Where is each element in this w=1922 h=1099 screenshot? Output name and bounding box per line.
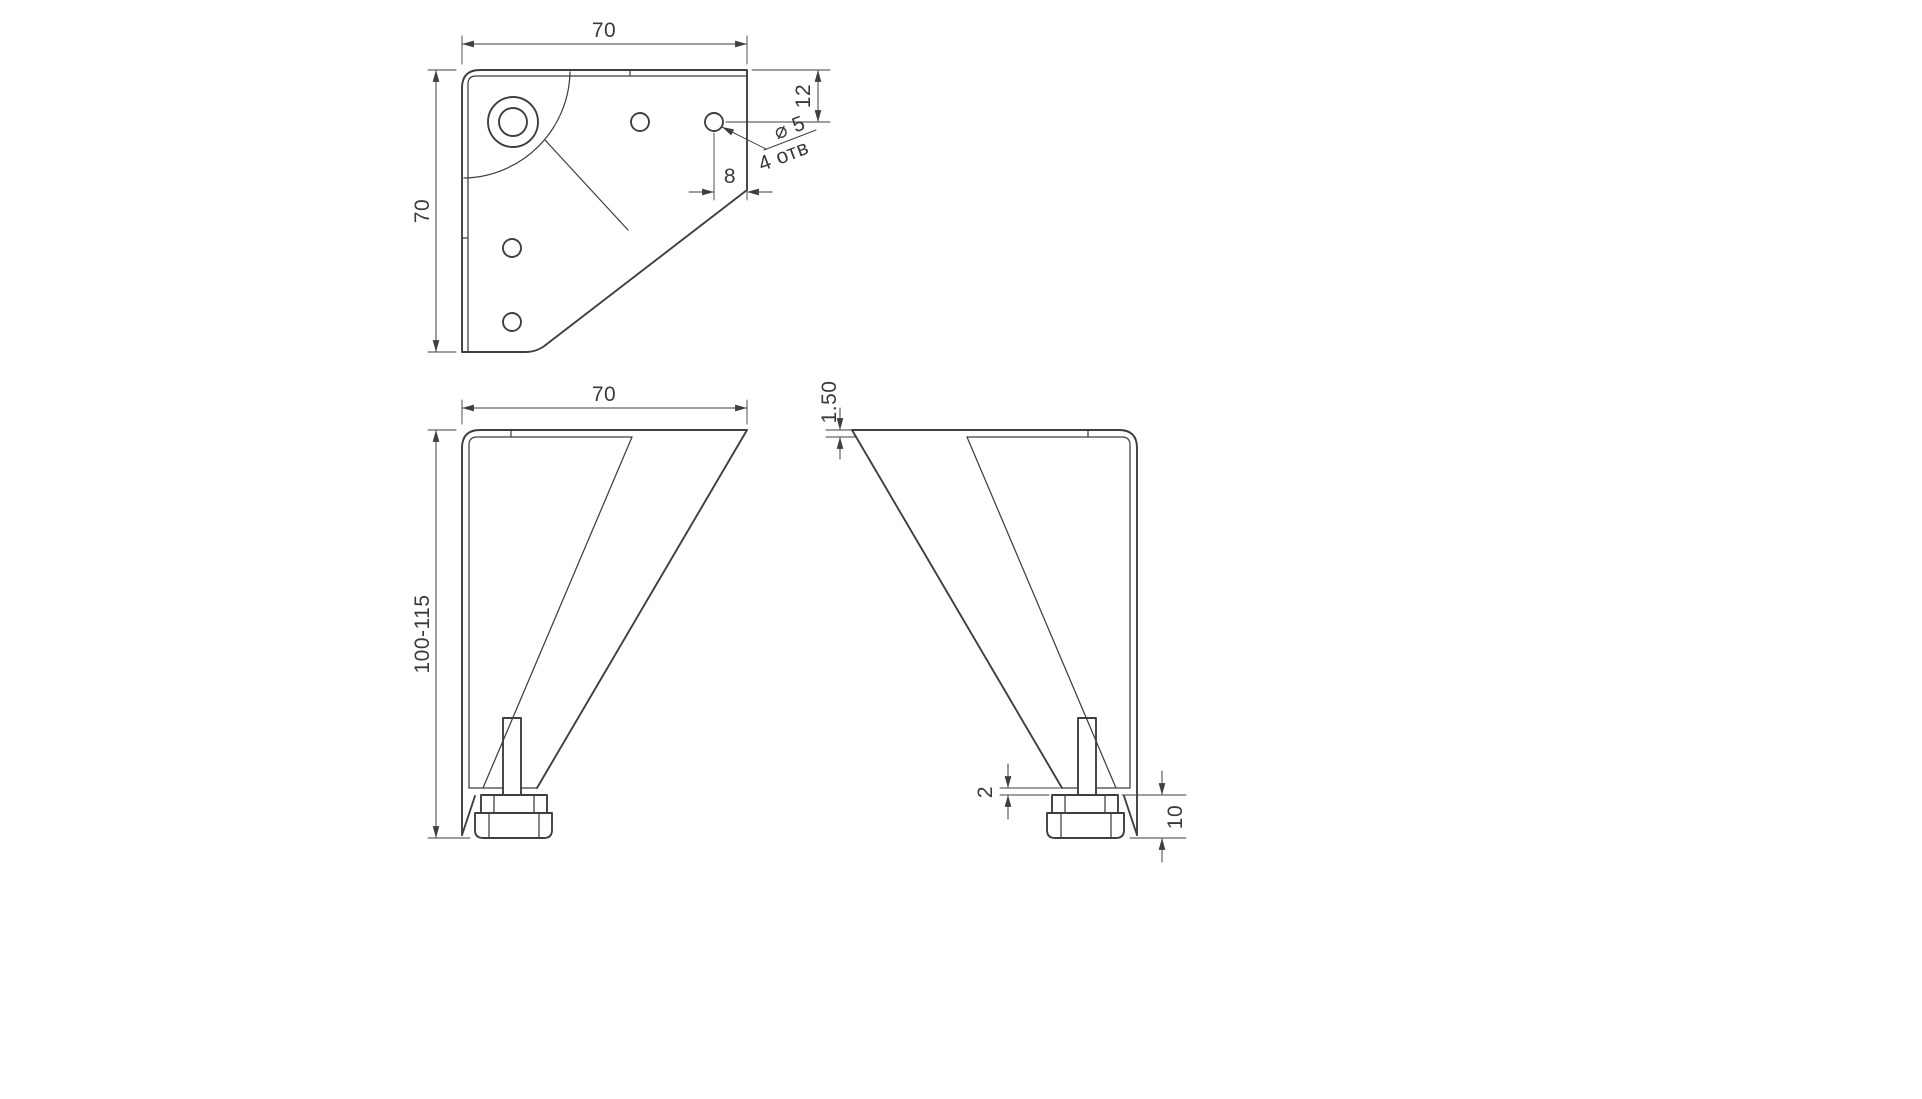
foot-nut — [1051, 794, 1119, 814]
dim-label-top-width: 70 — [592, 19, 616, 42]
leg-bend-edge — [482, 436, 633, 789]
foot-nut — [480, 794, 548, 814]
dim-foot-height: 10 — [1121, 770, 1187, 863]
front-view-part — [461, 429, 748, 839]
foot-boss-inner-circle — [498, 107, 528, 137]
foot-base — [474, 812, 553, 839]
dim-label-top-height: 70 — [411, 199, 434, 223]
dim-label-thickness: 1.50 — [818, 381, 841, 424]
dim-hole-to-edge: 8 — [688, 132, 773, 201]
mounting-hole — [630, 112, 650, 132]
dim-label-foot-gap: 2 — [974, 786, 997, 798]
flange-inner-edge — [468, 436, 633, 789]
leg-bottom-tip — [461, 795, 476, 836]
dim-label-foot-height: 10 — [1164, 805, 1187, 829]
dim-label-hole-offset: 12 — [792, 84, 815, 108]
dim-foot-gap: 2 — [974, 763, 1061, 820]
foot-base — [1046, 812, 1125, 839]
top-view-part — [461, 69, 748, 353]
hole-callout: ⌀ 5 4 отв — [721, 112, 817, 176]
top-view: 70 70 12 8 ⌀ 5 4 отв — [411, 19, 831, 353]
mounting-hole — [704, 112, 724, 132]
leg-outer-edge — [536, 429, 748, 789]
dim-front-width: 70 — [461, 383, 748, 425]
leg-bottom-tip — [1123, 795, 1138, 836]
dim-label-hole-to-edge: 8 — [724, 165, 736, 188]
front-view: 70 100-115 — [411, 383, 748, 839]
dim-hole-offset: 12 — [725, 69, 831, 123]
foot-screw — [1077, 717, 1097, 796]
dim-label-front-width: 70 — [592, 383, 616, 406]
leg-outline — [851, 429, 1138, 836]
leg-outline — [461, 429, 748, 836]
dim-top-height: 70 — [411, 69, 457, 353]
flange-inner-edge — [966, 436, 1131, 789]
corner-bend-arc — [463, 71, 571, 179]
leg-outer-edge — [851, 429, 1063, 789]
mounting-hole — [502, 312, 522, 332]
side-view-part — [851, 429, 1138, 839]
foot-screw — [502, 717, 522, 796]
dim-sheet-thickness: 1.50 — [818, 381, 857, 460]
bend-line — [544, 139, 629, 231]
leg-bend-edge — [966, 436, 1117, 789]
flange-inner-edge — [467, 75, 748, 353]
side-view: 1.50 2 10 — [818, 381, 1187, 863]
dim-label-front-height: 100-115 — [411, 594, 434, 673]
mounting-hole — [502, 238, 522, 258]
bracket-outline — [461, 69, 748, 353]
dim-front-height: 100-115 — [411, 429, 471, 839]
foot-boss-outer-circle — [487, 96, 539, 148]
dim-top-width: 70 — [461, 19, 748, 65]
